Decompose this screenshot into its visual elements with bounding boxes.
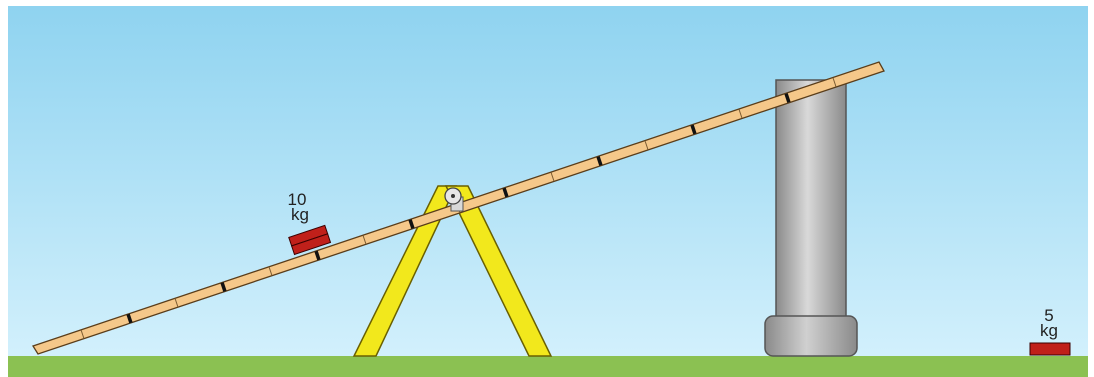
fulcrum bbox=[352, 185, 553, 357]
weight-10kg-value: 10 bbox=[288, 190, 307, 209]
weight-5kg[interactable] bbox=[1029, 342, 1071, 356]
weight-10kg-unit: kg bbox=[291, 205, 309, 224]
plank-mark-minor bbox=[738, 109, 743, 119]
weight-5kg-unit: kg bbox=[1040, 321, 1058, 340]
plank-mark-major bbox=[690, 124, 697, 135]
plank-mark-minor bbox=[174, 298, 179, 308]
plank-mark-major bbox=[220, 282, 227, 292]
plank-mark-minor bbox=[550, 172, 555, 182]
support-column bbox=[764, 79, 858, 357]
plank-mark-minor bbox=[832, 77, 837, 87]
plank-mark-minor bbox=[644, 140, 649, 150]
weight-10kg[interactable] bbox=[288, 224, 332, 256]
support-column-base bbox=[764, 315, 858, 357]
plank-mark-minor bbox=[268, 266, 273, 276]
pivot bbox=[444, 187, 464, 212]
plank-mark-major bbox=[502, 187, 509, 198]
fulcrum-right-leg bbox=[444, 185, 553, 357]
plank-mark-minor bbox=[362, 235, 367, 245]
weight-5kg-value: 5 bbox=[1044, 306, 1053, 325]
plank-mark-minor bbox=[80, 329, 85, 339]
plank-mark-major bbox=[784, 93, 791, 103]
plank-mark-major bbox=[314, 250, 321, 261]
plank-mark-major bbox=[596, 156, 603, 166]
plank-mark-major bbox=[408, 219, 415, 229]
ground bbox=[8, 356, 1088, 377]
plank-mark-major bbox=[126, 313, 133, 324]
